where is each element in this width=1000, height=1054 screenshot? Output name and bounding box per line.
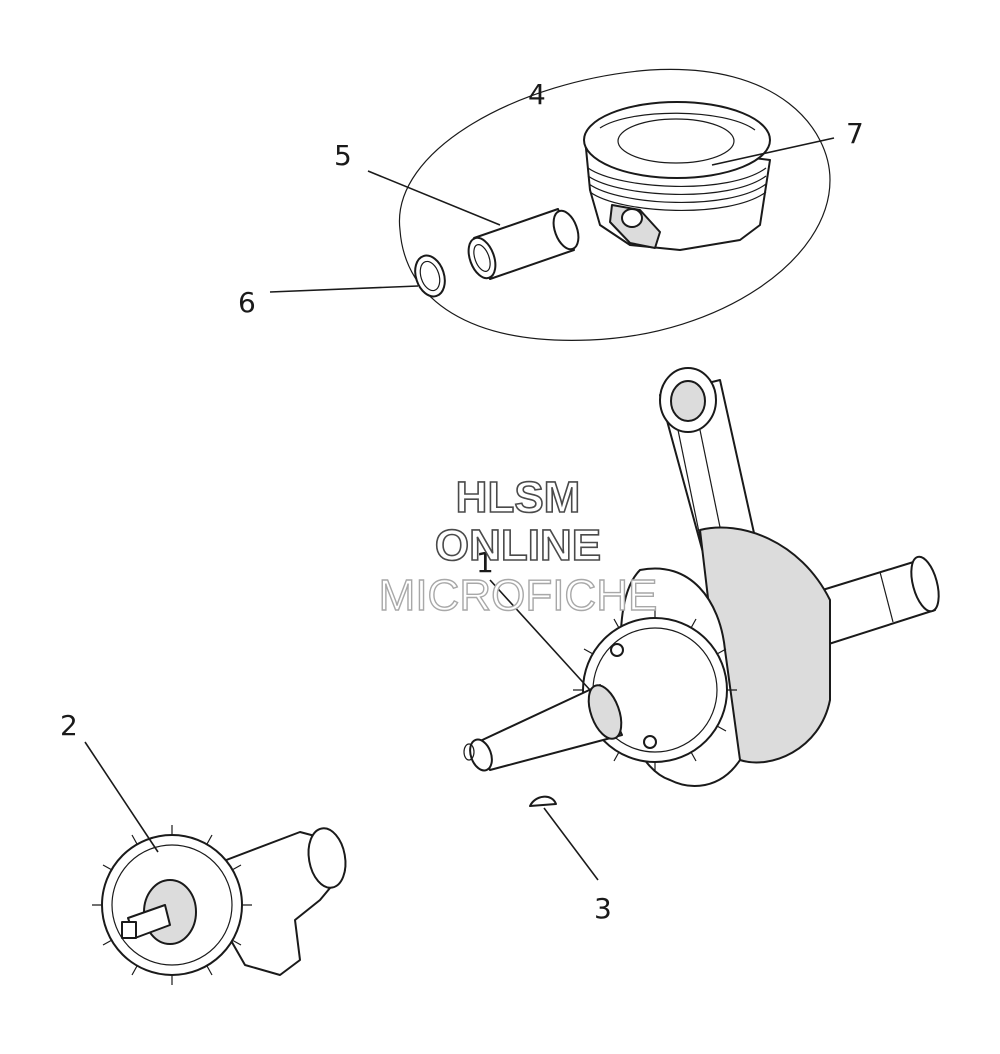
callout-7: 7 [846, 117, 864, 150]
wrist-pin [467, 208, 580, 280]
balance-shaft [92, 825, 347, 985]
watermark: HLSM ONLINE MICROFICHE [378, 472, 658, 621]
gear-teeth [92, 825, 252, 985]
crankshaft-assembly [463, 367, 940, 787]
leader-line-5 [367, 170, 501, 226]
leader-lines [84, 137, 835, 881]
callout-2: 2 [60, 709, 78, 742]
callout-3: 3 [594, 892, 612, 925]
callout-1: 1 [476, 546, 494, 579]
piston [583, 101, 771, 251]
assembly-group-ellipse [398, 68, 831, 341]
leader-line-3 [543, 807, 599, 881]
callout-4: 4 [528, 78, 546, 111]
piston-assembly-group [398, 68, 831, 341]
callout-6: 6 [238, 286, 256, 319]
watermark-line-2: ONLINE [435, 521, 601, 570]
leader-line-6 [269, 285, 419, 293]
leader-line-2 [84, 741, 159, 853]
circlip [414, 254, 446, 298]
woodruff-key [529, 795, 557, 807]
watermark-line-1: HLSM [456, 473, 581, 522]
leader-line-7 [711, 137, 835, 166]
leader-line-1 [489, 579, 591, 691]
watermark-line-3: MICROFICHE [379, 571, 658, 620]
callout-5: 5 [334, 139, 352, 172]
